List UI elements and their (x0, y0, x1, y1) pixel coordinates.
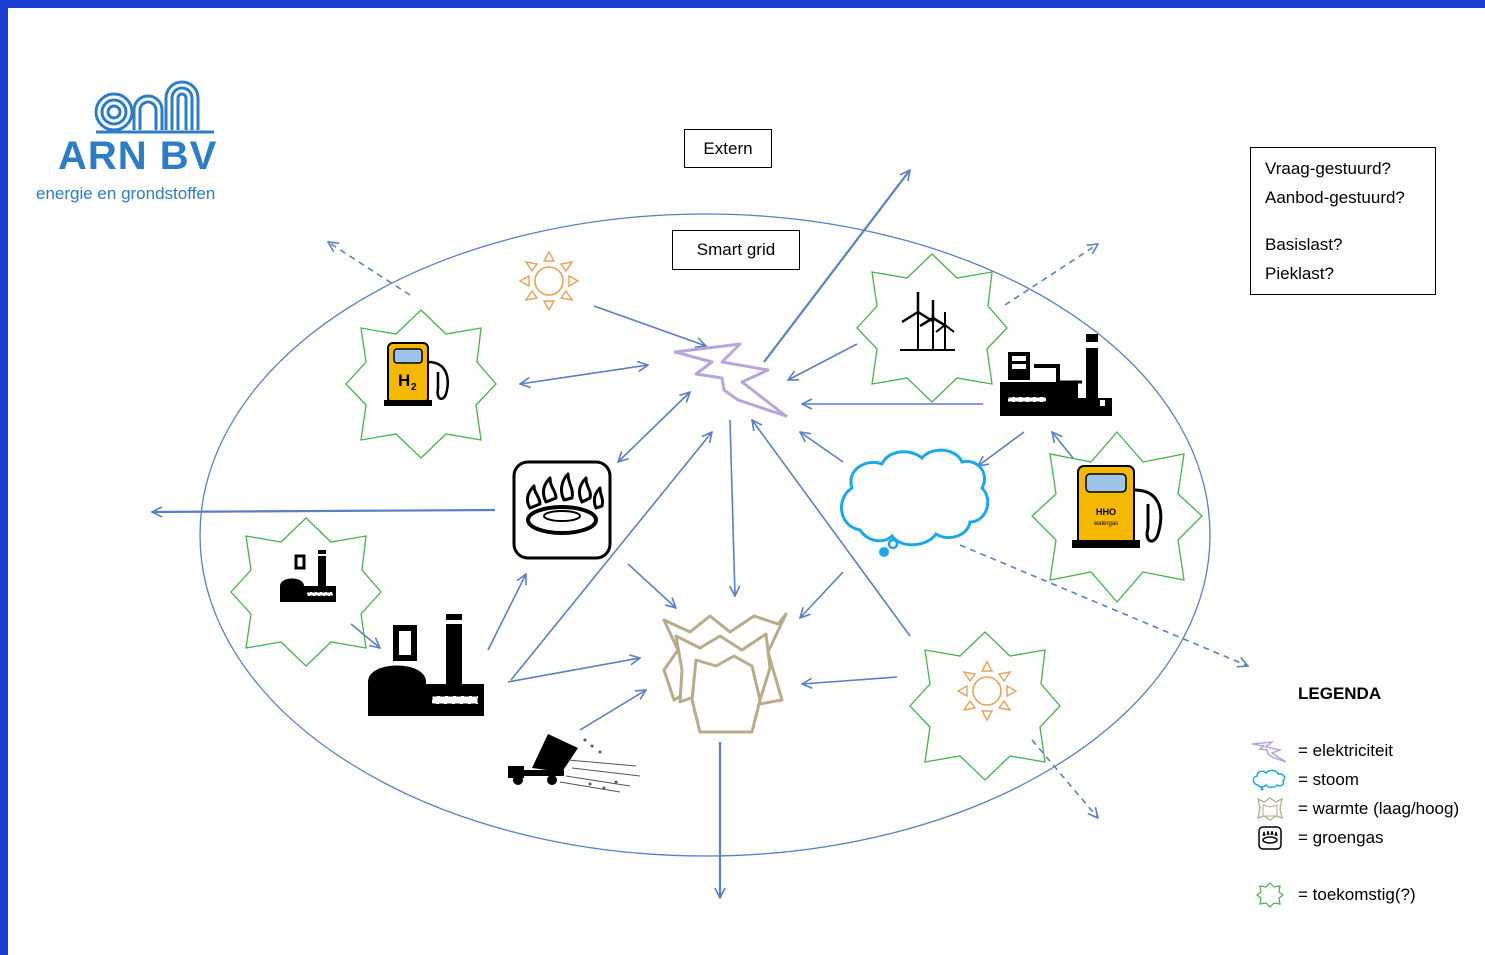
future-star-icon (1031, 431, 1203, 603)
hho-pump-label: HHO (1096, 507, 1116, 517)
question-vraag: Vraag-gestuurd? (1265, 159, 1392, 178)
legend-item-future: = toekomstig(?) (1240, 882, 1485, 908)
legend-item-green-gas: = groengas (1240, 825, 1485, 851)
small-factory-icon (280, 550, 336, 602)
sun-icon (956, 660, 1018, 722)
questions-box: Vraag-gestuurd? Aanbod-gestuurd? Basisla… (1250, 147, 1436, 295)
legend-label-green-gas: = groengas (1298, 828, 1384, 847)
question-aanbod: Aanbod-gestuurd? (1265, 188, 1405, 207)
h2-pump-subscript: 2 (411, 382, 417, 393)
legend-label-electricity: = elektriciteit (1298, 741, 1393, 760)
legend-label-steam: = stoom (1298, 770, 1359, 789)
legend-label-heat: = warmte (laag/hoog) (1298, 799, 1460, 818)
legend-title: LEGENDA (1298, 684, 1382, 703)
smart-grid-label: Smart grid (672, 230, 800, 270)
future-star-icon (345, 309, 497, 459)
future-star-icon (856, 253, 1008, 403)
legend: LEGENDA = elektriciteit = stoom = warmte… (1240, 684, 1485, 914)
arn-logo: ARN BV energie en grondstoffen (36, 68, 246, 208)
legend-label-future: = toekomstig(?) (1298, 885, 1416, 904)
hydrogen-pump-icon: H 2 (384, 342, 449, 406)
steam-cloud-icon (840, 448, 990, 557)
wind-turbine-icon (900, 292, 955, 351)
cloud-icon (1252, 769, 1286, 791)
question-pieklast: Pieklast? (1265, 264, 1334, 283)
logo-arches-icon (94, 80, 214, 134)
logo-subtitle: energie en grondstoffen (36, 184, 216, 203)
logo-title: ARN BV (58, 134, 218, 178)
smart-grid-boundary (199, 213, 1211, 857)
lightning-icon (1251, 741, 1287, 763)
energy-diagram: H 2 HHO watergas (8, 8, 1485, 955)
dump-truck-icon (508, 734, 641, 793)
legend-item-electricity: = elektriciteit (1240, 738, 1485, 764)
sun-icon (518, 250, 580, 312)
power-plant-icon (1000, 334, 1112, 416)
hho-pump-icon: HHO watergas (1072, 465, 1163, 548)
gas-burner-icon (512, 460, 612, 560)
hho-pump-subtitle: watergas (1093, 521, 1118, 527)
factory-icon (368, 614, 484, 716)
star-icon (1256, 882, 1284, 908)
legend-item-heat: = warmte (laag/hoog) (1240, 796, 1485, 822)
slide: ARN BV energie en grondstoffen (8, 8, 1485, 955)
heat-icon (1257, 797, 1283, 821)
future-star-icon (909, 631, 1061, 781)
extern-label: Extern (684, 129, 772, 168)
future-star-icon (230, 517, 382, 667)
heat-icon (662, 612, 788, 734)
gas-burner-icon (1258, 826, 1282, 850)
flow-arrows (152, 170, 1248, 898)
question-gap (1265, 212, 1435, 230)
lightning-icon (673, 342, 788, 418)
legend-item-steam: = stoom (1240, 767, 1485, 793)
question-basislast: Basislast? (1265, 235, 1343, 254)
h2-pump-label: H (398, 371, 410, 390)
